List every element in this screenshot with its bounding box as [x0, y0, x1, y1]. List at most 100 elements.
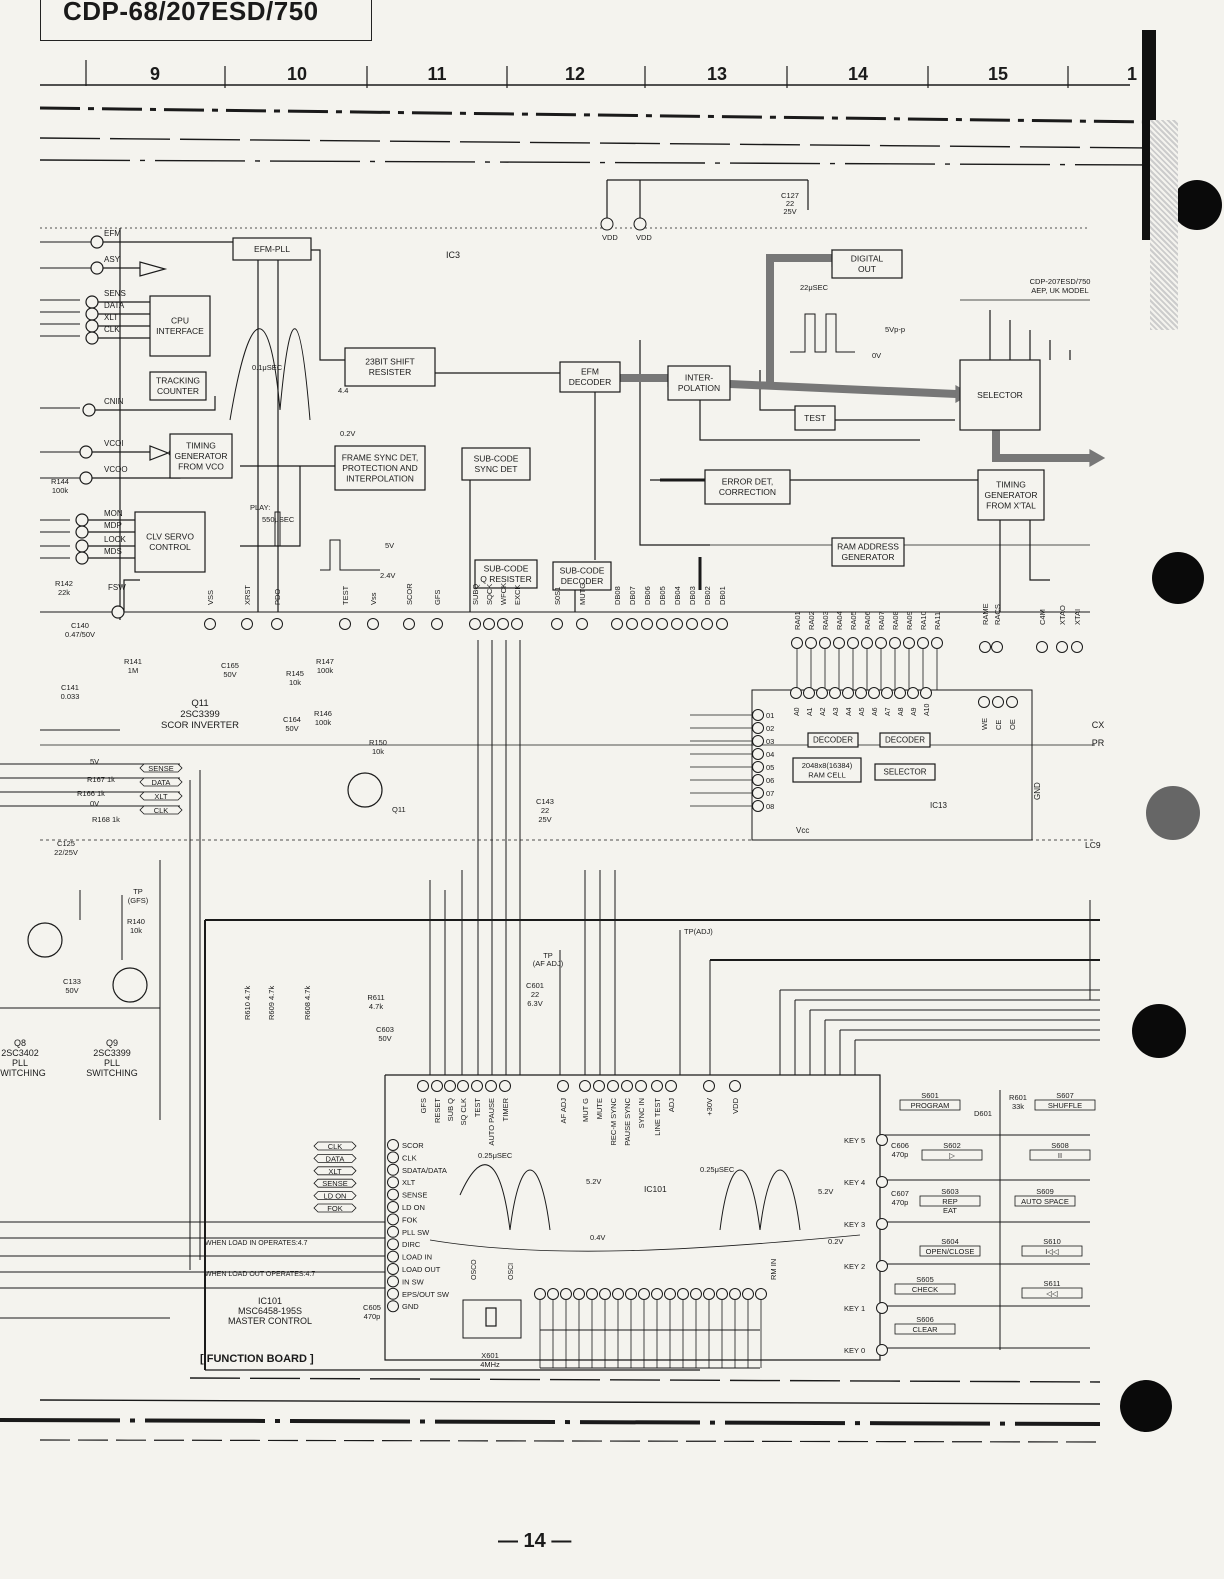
pin-circle: [339, 618, 351, 630]
pin-circle: [665, 1080, 677, 1092]
c603-label: 50V: [378, 1034, 391, 1043]
wave-label: 22μSEC: [800, 283, 829, 292]
error-det-block-text: CORRECTION: [719, 487, 776, 497]
ic3-ram-pin-label: RA05: [849, 611, 858, 630]
shift-register-block-text: 23BIT SHIFT: [365, 357, 414, 367]
ic13-io-pin-label: 02: [766, 724, 774, 733]
r147-label: R147: [316, 657, 334, 666]
ic13-io-pin-label: 04: [766, 750, 774, 759]
pin-circle: [861, 637, 873, 649]
ic13-addr-pin-label: A7: [885, 707, 892, 716]
pin-circle: [511, 618, 523, 630]
pin-circle: [593, 1080, 605, 1092]
ic13-addr-pin-label: A9: [911, 707, 918, 716]
pin-circle: [635, 1080, 647, 1092]
ic13-io-pin-label: 03: [766, 737, 774, 746]
pin-circle: [1056, 641, 1068, 653]
pin-circle: [703, 1288, 715, 1300]
spec-note: CDP-207ESD/750: [1030, 277, 1091, 286]
ic101-top-pin-label: SUB Q: [446, 1098, 455, 1122]
pin-circle: [600, 217, 614, 231]
c606-label: 470p: [892, 1150, 909, 1159]
bus-label: SENSE: [148, 764, 173, 773]
bus-connector: [313, 1154, 357, 1163]
r150-label: R150: [369, 738, 387, 747]
pin-circle: [876, 1134, 888, 1146]
pin-circle: [920, 687, 932, 699]
bus-voltage: 0V: [90, 799, 99, 808]
pin-circle: [819, 637, 831, 649]
c141-label: C141: [61, 683, 79, 692]
x601-label: 4MHz: [480, 1360, 500, 1369]
pin-circle: [752, 761, 764, 773]
pin-circle: [881, 687, 893, 699]
torn-edge-texture: [1150, 120, 1178, 330]
pin-circle: [703, 1080, 715, 1092]
ic3-pin-label: FSW: [108, 583, 126, 592]
c143-label: 25V: [538, 815, 551, 824]
pin-circle: [621, 1080, 633, 1092]
pin-circle: [204, 618, 216, 630]
grid-col-label: 11: [427, 64, 446, 84]
ic101-bus-label: SENSE: [322, 1179, 347, 1188]
key-label: KEY 4: [844, 1178, 865, 1187]
ic101-left-pin-label: SCOR: [402, 1141, 424, 1150]
pin-circle: [551, 618, 563, 630]
ic101-left-pin-label: LOAD IN: [402, 1253, 432, 1262]
pin-circle: [485, 1080, 497, 1092]
pin-circle: [471, 1080, 483, 1092]
ic13-decoder-block: [879, 732, 931, 748]
wave-voltage: 0V: [872, 351, 881, 360]
ic3-bottom-pin-label: SUBQ: [471, 584, 480, 605]
c605-label: C605: [363, 1303, 381, 1312]
ic3-ram-pin-label: RA03: [821, 611, 830, 630]
q9-label: PLL: [104, 1058, 120, 1068]
ic13-io-pin-label: 01: [766, 711, 774, 720]
x601-label: X601: [481, 1351, 499, 1360]
pin-circle: [586, 1288, 598, 1300]
pin-circle: [716, 1288, 728, 1300]
pin-circle: [829, 687, 841, 699]
ic3-bottom-pin-label: XRST: [243, 585, 252, 605]
c607-label: C607: [891, 1189, 909, 1198]
ic101-top-pin-label: SQ CLK: [459, 1098, 468, 1126]
c606-label: C606: [891, 1141, 909, 1150]
switch-caption: PROGRAM: [911, 1101, 950, 1110]
switch-label: S604: [941, 1237, 959, 1246]
wave-voltage: 4.4: [338, 386, 348, 395]
subcode-sync-block: [461, 447, 531, 481]
ic13-addr-pin-label: A10: [924, 703, 931, 716]
ic101-label: MASTER CONTROL: [228, 1316, 312, 1326]
pin-circle: [992, 696, 1004, 708]
c133-label: 50V: [65, 986, 78, 995]
pin-circle: [626, 618, 638, 630]
c127-label: C127: [781, 191, 799, 200]
switch-label: S608: [1051, 1141, 1069, 1150]
r147-label: 100k: [317, 666, 334, 675]
ic13-ctrl-pin-label: OE: [1008, 719, 1017, 730]
r608-label: R608 4.7k: [303, 986, 312, 1020]
bus-connector: [313, 1178, 357, 1188]
pin-circle: [876, 1176, 888, 1188]
pin-circle: [876, 1260, 888, 1272]
ic101-top-pin-label: AUTO PAUSE: [487, 1098, 496, 1146]
tp-gfs-label: (GFS): [128, 896, 149, 905]
c603-label: C603: [376, 1025, 394, 1034]
pin-circle: [387, 1201, 399, 1213]
r167-label: R167 1k: [87, 775, 115, 784]
ic13-decoder-block-text: DECODER: [813, 736, 853, 745]
ic3-pin-label: ASY: [104, 255, 121, 264]
grid-col-label: 15: [988, 64, 1008, 84]
pin-circle: [755, 1288, 767, 1300]
pin-circle: [803, 687, 815, 699]
q11-label: Q11: [191, 698, 208, 709]
pin-circle: [607, 1080, 619, 1092]
pin-circle: [469, 618, 481, 630]
ic101-top-pin-label: SYNC IN: [637, 1098, 646, 1128]
c127-label: 25V: [783, 207, 796, 216]
ic13-ctrl-pin-label: CE: [994, 720, 1003, 730]
ic13-ram-block: [792, 757, 862, 783]
pin-circle: [417, 1080, 429, 1092]
pin-circle: [387, 1275, 399, 1288]
